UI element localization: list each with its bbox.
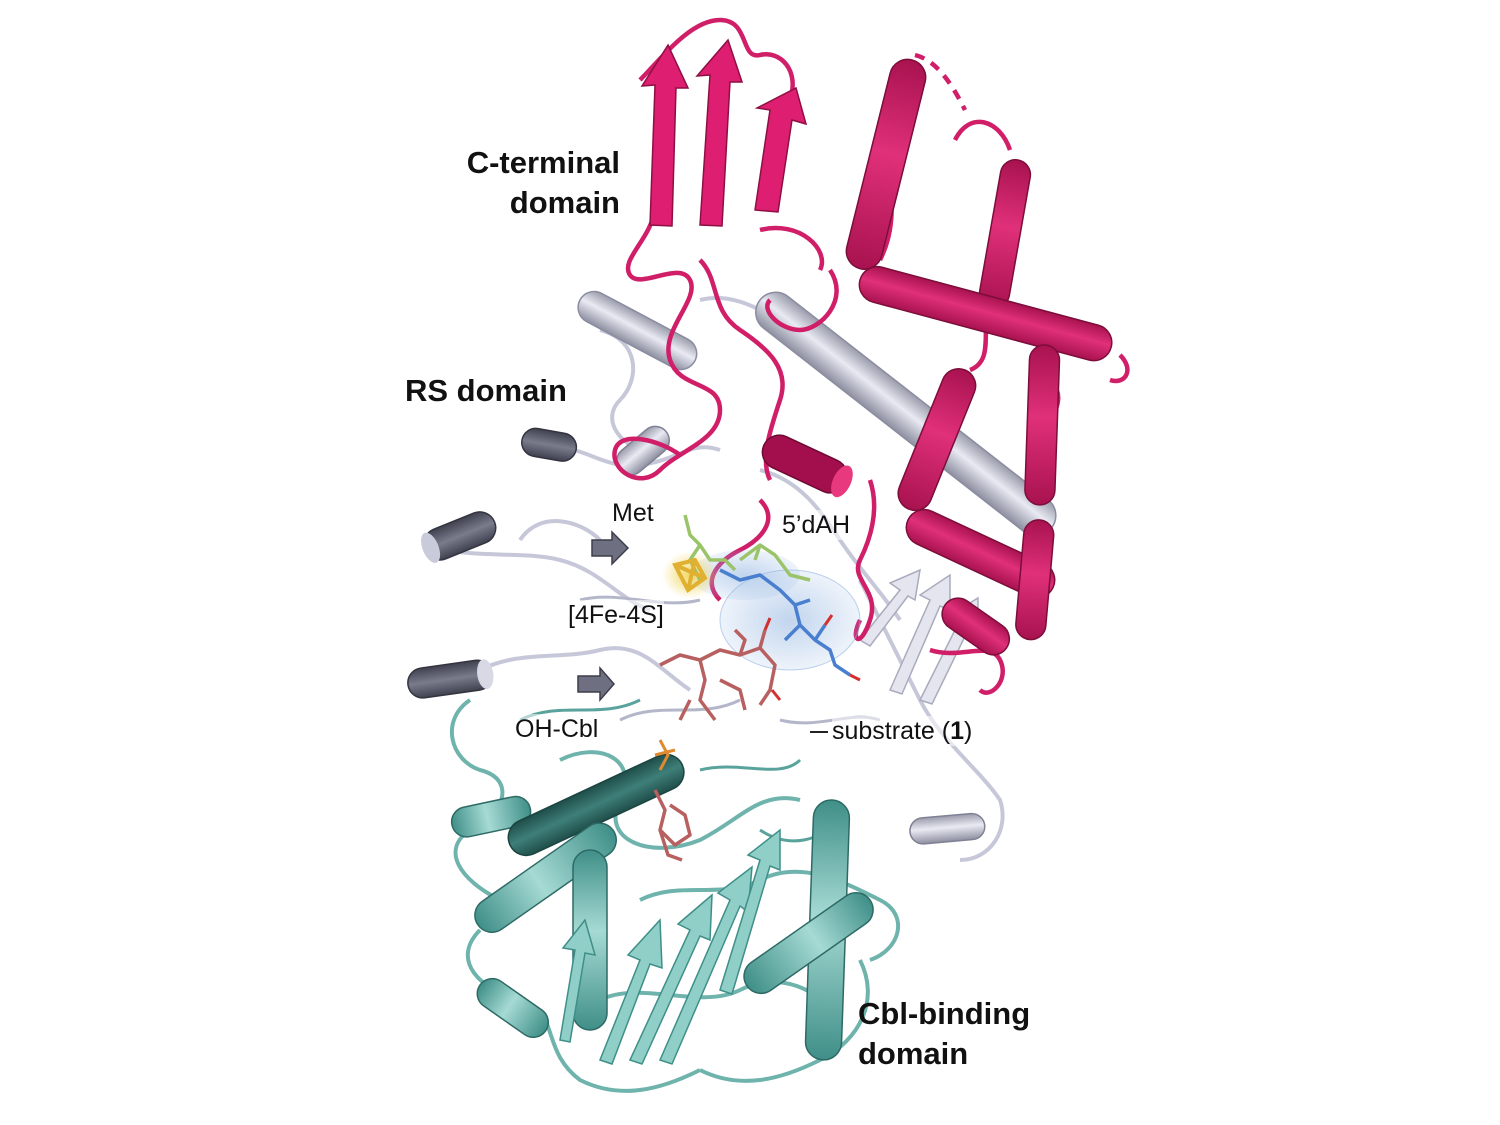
cbl-helix-5 [476,977,549,1039]
ct-helix-2 [978,159,1032,309]
ct-helix-8 [941,597,1011,656]
substrate-sticks [719,568,851,677]
met-label: Met [612,498,654,528]
c-terminal-label-line1: C-terminal [466,145,620,180]
cbl-helix-2 [507,753,685,857]
substrate-label-text: substrate ( [832,717,951,745]
substrate-compound-number: 1 [950,717,965,745]
cbl-helix-3 [474,822,617,933]
rs-domain-label: RS domain [405,373,567,408]
cobalamin-sticks [653,628,777,862]
rs-helix-d [909,812,986,845]
c-terminal-domain-label: C-terminal domain [380,143,620,223]
c-terminal-label-line2: domain [509,185,620,220]
substrate-label-close: ) [964,717,973,745]
ct-helix-1 [845,58,927,270]
red-o-atoms [763,614,861,701]
ct-loop-dashed [914,52,968,112]
ct-helix-5 [897,368,977,512]
fe-s-cluster-label: [4Fe-4S] [568,600,664,630]
cluster-sticks [672,557,708,593]
rs-strands [577,530,630,702]
ligands [653,514,861,862]
cbl-helix-7 [743,892,874,995]
dah-label: 5’dAH [782,510,851,540]
rs-domain-structure [407,290,1057,862]
phosphate-sticks [654,739,676,771]
rs-helix-b [421,511,497,563]
ct-helix-7 [1015,519,1055,641]
cbl-sheet [559,828,781,1065]
substrate-label: substrate (1) [832,716,973,746]
c-terminal-domain-structure [612,17,1130,695]
ct-helix-short [761,434,853,498]
rs-helix-c [407,659,494,699]
rs-helix-a [521,427,578,462]
rs-helix-top [577,290,698,371]
ct-helix-6 [905,508,1056,599]
cbl-label-line1: Cbl-binding [858,996,1031,1031]
ct-sheet [640,38,808,227]
cbl-label-line2: domain [858,1036,969,1071]
cbl-binding-domain-structure [450,698,900,1093]
substrate-surface-2 [690,550,800,600]
ct-helix-3 [858,265,1113,362]
cbl-binding-domain-label: Cbl-binding domain [858,994,1030,1074]
oh-cbl-label: OH-Cbl [515,714,599,744]
ct-helix-4 [1024,344,1061,506]
